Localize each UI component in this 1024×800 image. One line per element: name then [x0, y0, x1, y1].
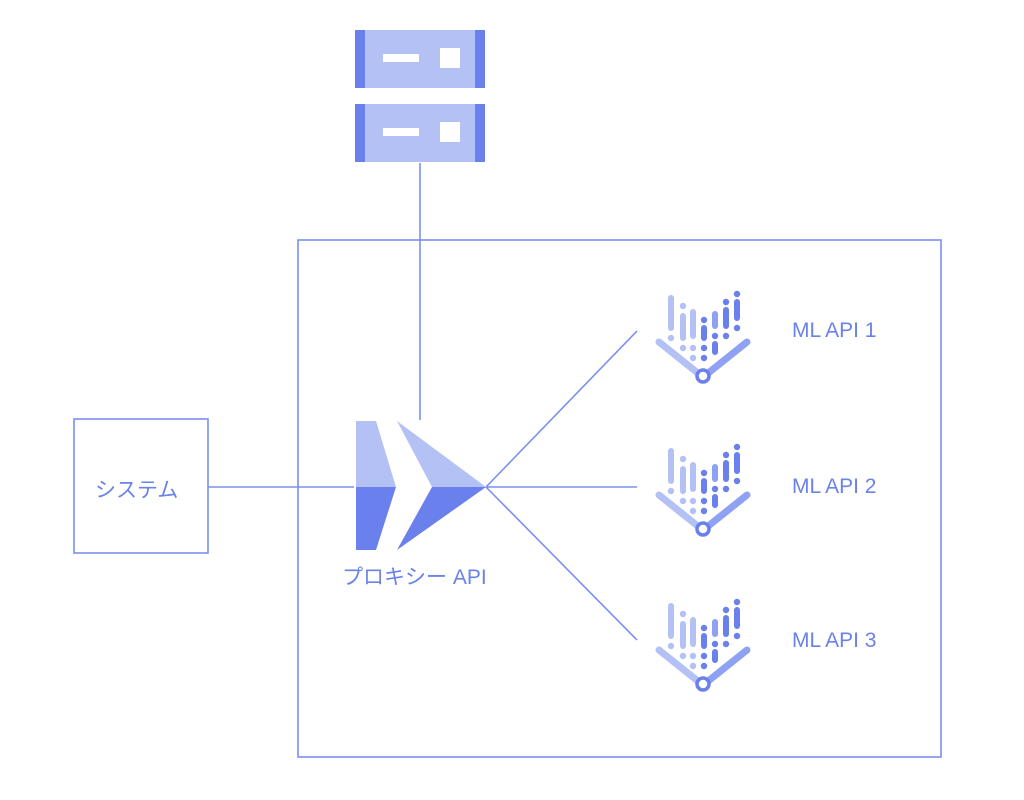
ml-api-1-icon [659, 291, 747, 382]
database-icon [355, 30, 485, 162]
ml-api-3-icon [659, 599, 747, 690]
ml-api-2-icon [659, 444, 747, 535]
system-label: システム [95, 479, 179, 502]
ml-api-2-label: ML API 2 [792, 475, 877, 498]
proxy-to-ml3-line [485, 486, 638, 641]
ml-api-3-label: ML API 3 [792, 629, 877, 652]
ml-api-1-label: ML API 1 [792, 319, 877, 342]
api-gateway-icon [356, 421, 486, 550]
database-unit-top [355, 30, 485, 88]
proxy-api-label: プロキシー API [342, 566, 487, 589]
database-unit-bottom [355, 104, 485, 162]
proxy-to-ml1-line [485, 330, 638, 488]
system-box [73, 418, 209, 554]
cloud-boundary-box [297, 239, 942, 758]
